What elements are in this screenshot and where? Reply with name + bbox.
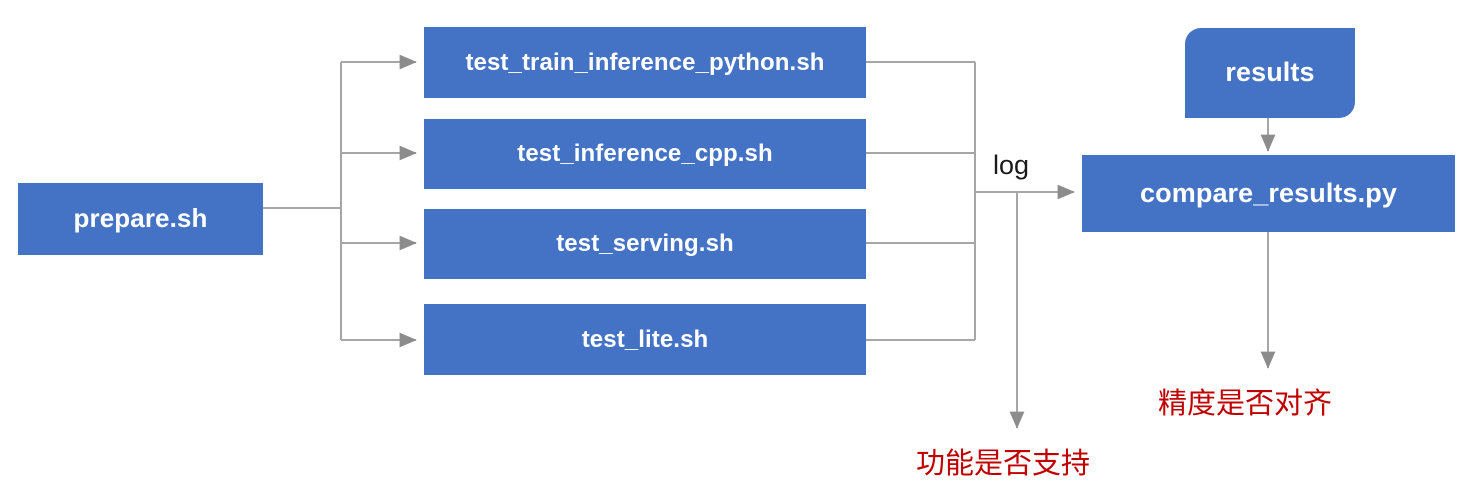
node-prepare-sh[interactable]: prepare.sh <box>18 183 263 255</box>
node-test-train-inference-python-sh[interactable]: test_train_inference_python.sh <box>424 27 866 98</box>
edge-label-log: log <box>993 150 1030 180</box>
node-results[interactable]: results <box>1185 28 1355 118</box>
node-test-serving-sh[interactable]: test_serving.sh <box>424 209 866 279</box>
note-feature-supported: 功能是否支持 <box>916 446 1091 480</box>
note-accuracy-aligned: 精度是否对齐 <box>1158 386 1333 420</box>
node-test-inference-cpp-sh[interactable]: test_inference_cpp.sh <box>424 119 866 189</box>
node-test-lite-sh[interactable]: test_lite.sh <box>424 304 866 375</box>
node-compare-results-py[interactable]: compare_results.py <box>1082 155 1455 232</box>
